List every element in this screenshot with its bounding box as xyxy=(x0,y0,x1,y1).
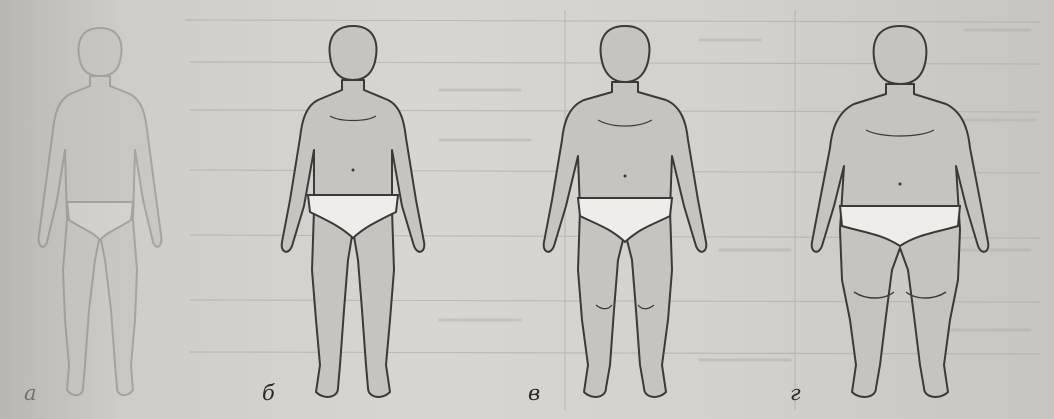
normal-body-drawing xyxy=(268,20,438,405)
figure-slim-body xyxy=(15,20,185,405)
figure-normal-body xyxy=(268,20,438,405)
figure-athletic-body xyxy=(540,20,710,405)
label-d: г xyxy=(790,381,801,405)
label-c: в xyxy=(528,381,540,405)
slim-body-drawing xyxy=(15,20,185,405)
athletic-body-drawing xyxy=(540,20,710,405)
label-a: а xyxy=(24,381,37,405)
label-b: б xyxy=(262,381,275,405)
heavy-body-drawing xyxy=(810,20,990,405)
figure-heavy-body xyxy=(810,20,990,405)
